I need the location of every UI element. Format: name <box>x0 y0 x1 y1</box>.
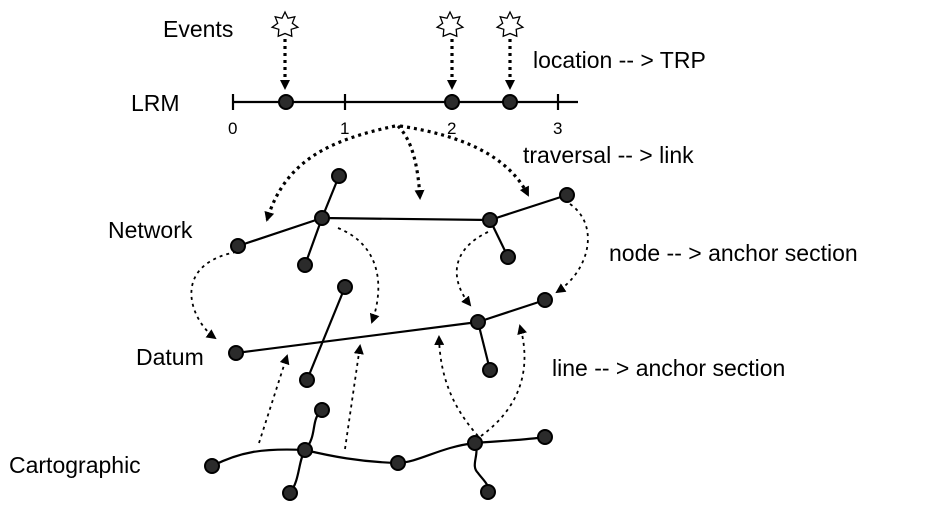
event-star-icon <box>270 10 300 38</box>
cartographic-graph <box>204 402 553 501</box>
location-mapping-label: location -- > TRP <box>533 47 706 73</box>
lrm-tick-label: 1 <box>340 119 349 138</box>
lrm-tick-label: 3 <box>553 119 562 138</box>
line-anchor-arrow <box>258 354 290 444</box>
node-anchor-arrow <box>190 251 237 340</box>
datum-graph <box>228 279 553 388</box>
line-anchor-arrow <box>480 324 527 437</box>
network-label: Network <box>108 217 193 243</box>
line-anchor-arrow <box>344 344 364 450</box>
node-anchor-arrow <box>555 203 589 294</box>
event-point-node <box>502 94 518 110</box>
traversal-arrow <box>264 124 396 222</box>
datum-label: Datum <box>136 344 204 370</box>
event-star-icon <box>435 10 465 38</box>
line-anchor-arrow <box>434 335 479 437</box>
cartographic-label: Cartographic <box>9 452 141 478</box>
node-anchor-arrow <box>455 231 489 307</box>
node-anchor-arrow <box>337 227 380 324</box>
node-mapping-label: node -- > anchor section <box>609 240 858 266</box>
event-point-node <box>278 94 294 110</box>
lrm-tick-label: 0 <box>228 119 237 138</box>
traversal-arrow <box>396 124 425 200</box>
lrm-label: LRM <box>131 90 180 116</box>
traversal-mapping-label: traversal -- > link <box>523 142 694 168</box>
lrm-tick-label: 2 <box>447 119 456 138</box>
events-label: Events <box>163 16 233 42</box>
traversal-arrow <box>399 124 530 197</box>
network-graph <box>230 168 575 273</box>
line-mapping-label: line -- > anchor section <box>552 355 785 381</box>
event-star-icon <box>495 10 525 38</box>
event-point-node <box>444 94 460 110</box>
